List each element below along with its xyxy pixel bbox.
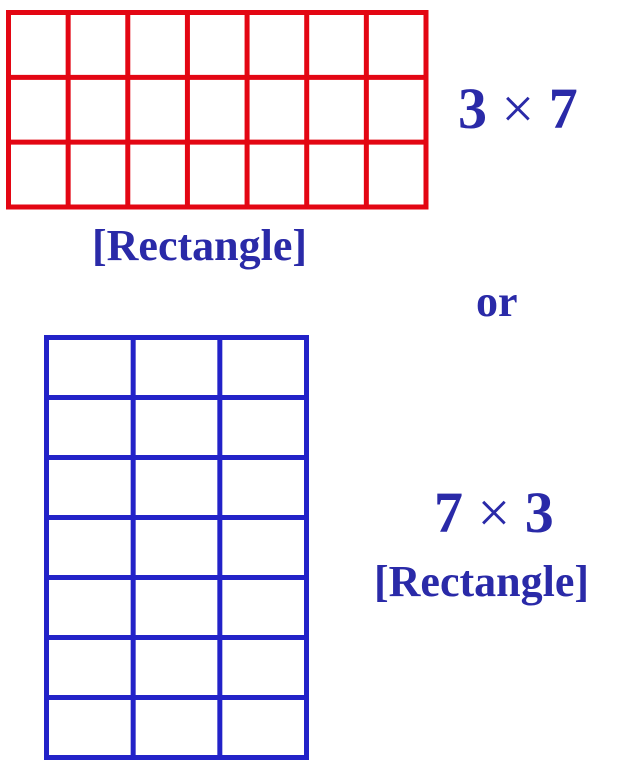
expression-7x3: 7 × 3: [434, 484, 554, 542]
red-3x7-grid: [6, 10, 429, 210]
expression-right: 3: [524, 480, 554, 545]
blue-7x3-grid: [44, 335, 309, 760]
expression-3x7: 3 × 7: [458, 80, 578, 138]
multiply-symbol: ×: [501, 76, 535, 141]
rectangle-caption-bottom: [Rectangle]: [374, 557, 590, 606]
expression-right: 7: [548, 76, 578, 141]
multiply-symbol: ×: [477, 480, 511, 545]
or-connector: or: [476, 277, 518, 326]
rectangle-caption-top: [Rectangle]: [92, 221, 308, 270]
expression-left: 3: [458, 76, 487, 141]
expression-left: 7: [434, 480, 463, 545]
